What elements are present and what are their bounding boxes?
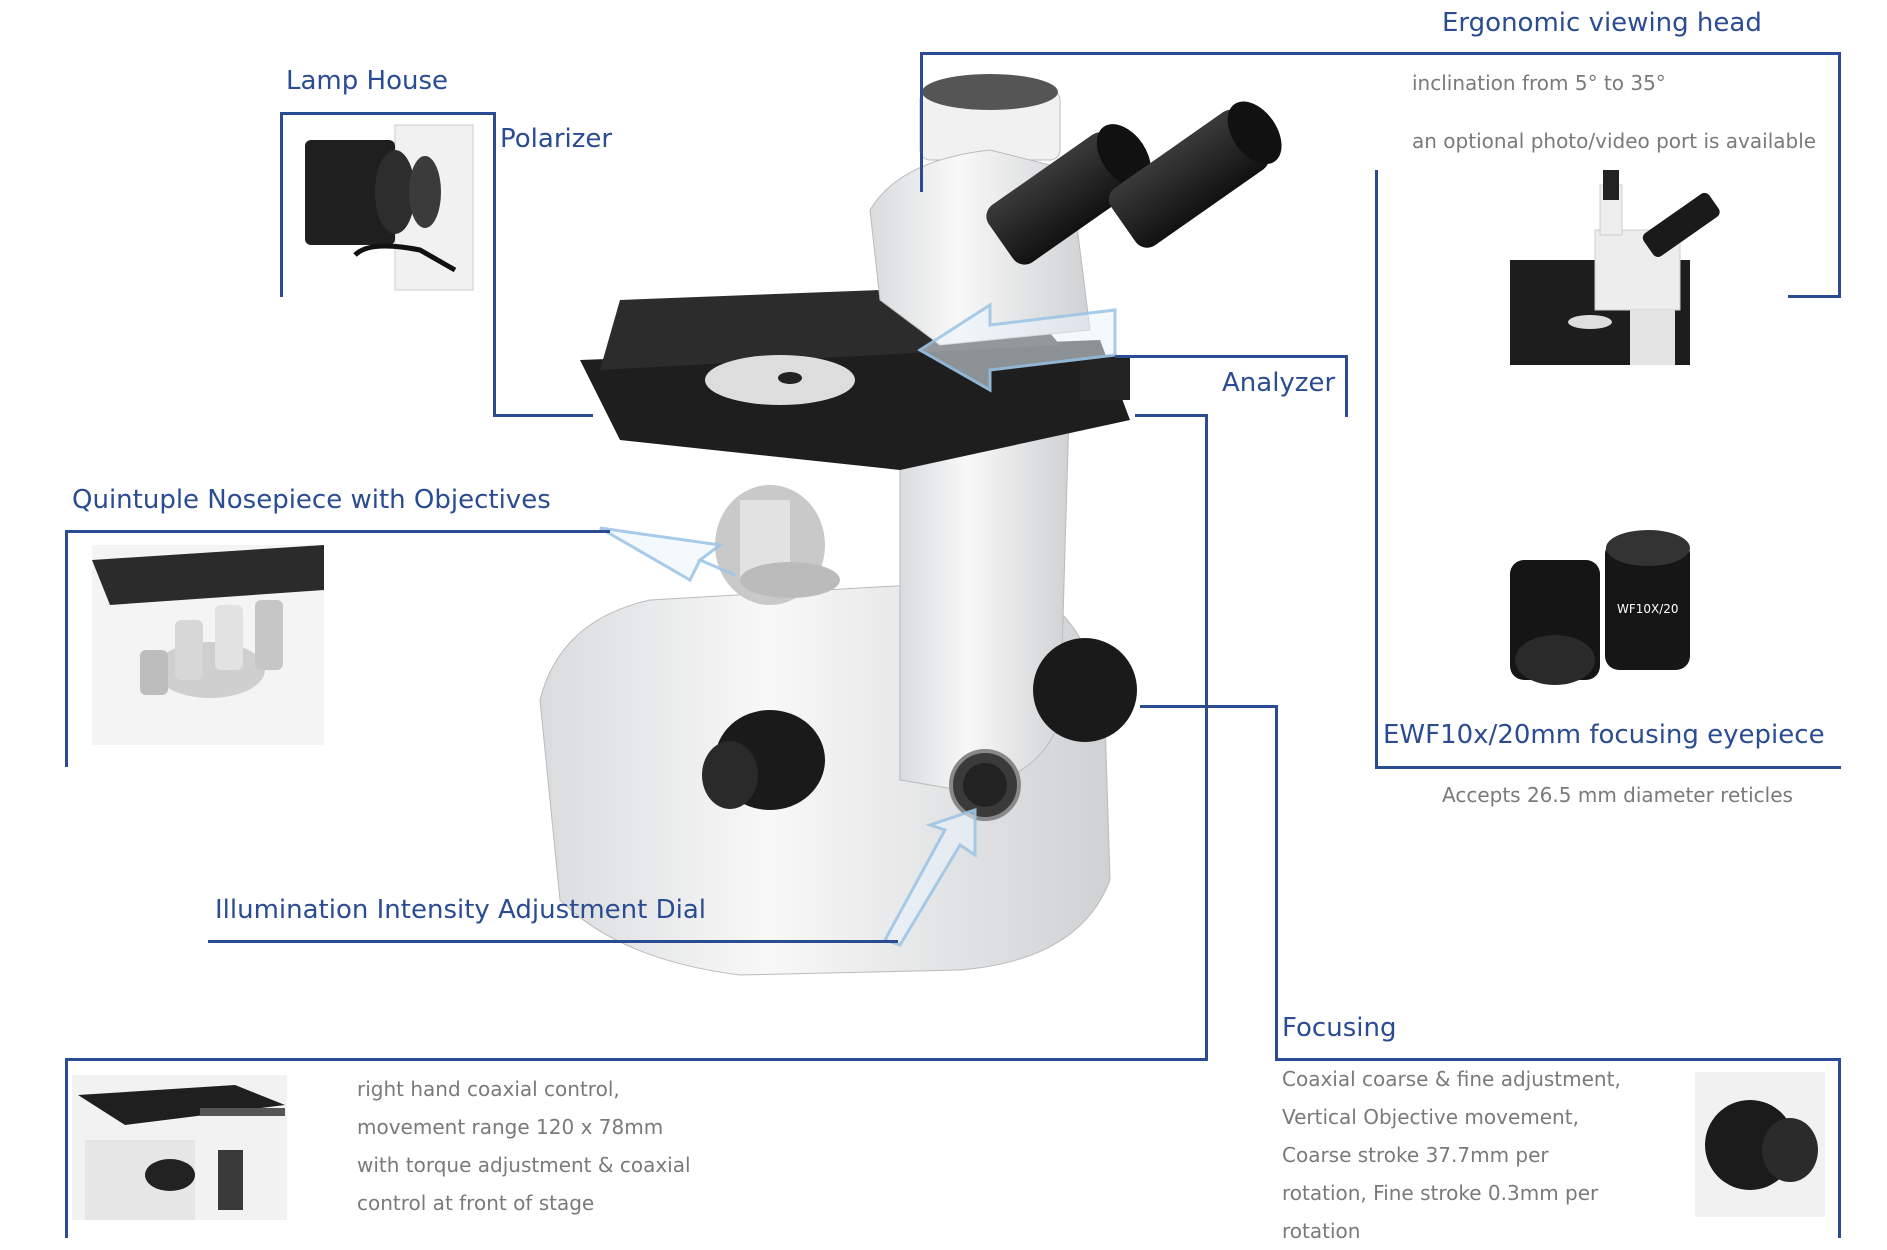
line-head-right-bottom xyxy=(1788,295,1841,298)
nosepiece-photo xyxy=(92,545,324,745)
microscope-main-image xyxy=(539,74,1282,976)
line-lamp-vertical xyxy=(280,112,283,297)
note-eyepiece-reticles: Accepts 26.5 mm diameter reticles xyxy=(1442,783,1793,807)
line-stage-h2 xyxy=(65,1058,1208,1061)
focusing-notes: Coaxial coarse & fine adjustment, Vertic… xyxy=(1282,1060,1621,1250)
line-head-top xyxy=(920,52,1840,55)
stage-note-line: with torque adjustment & coaxial xyxy=(357,1153,691,1177)
line-head-right xyxy=(1838,52,1841,297)
viewing-head-photo xyxy=(1510,170,1720,365)
line-lamp-top xyxy=(280,112,495,115)
label-eyepiece: EWF10x/20mm focusing eyepiece xyxy=(1383,720,1825,750)
focusing-note-line: Vertical Objective movement, xyxy=(1282,1105,1579,1129)
stage-note-line: control at front of stage xyxy=(357,1191,595,1215)
line-focus-h1 xyxy=(1140,705,1277,708)
label-ergonomic-head: Ergonomic viewing head xyxy=(1442,8,1762,38)
line-nosepiece-v xyxy=(65,530,68,767)
focusing-note-line: rotation xyxy=(1282,1219,1361,1243)
label-nosepiece: Quintuple Nosepiece with Objectives xyxy=(72,485,551,515)
focusing-note-line: Coarse stroke 37.7mm per xyxy=(1282,1143,1549,1167)
line-head-left xyxy=(920,52,923,192)
focusing-note-line: rotation, Fine stroke 0.3mm per xyxy=(1282,1181,1599,1205)
focusing-note-line: Coaxial coarse & fine adjustment, xyxy=(1282,1067,1621,1091)
line-analyzer-v xyxy=(1345,355,1348,417)
line-polarizer-vertical xyxy=(493,112,496,417)
line-stage-v xyxy=(1205,414,1208,1060)
line-stage-h1 xyxy=(1135,414,1207,417)
focus-knob-photo xyxy=(1695,1072,1825,1217)
stage-note-line: right hand coaxial control, xyxy=(357,1077,620,1101)
eyepiece-photo: WF10X/20 xyxy=(1510,530,1690,685)
line-polarizer-bottom xyxy=(493,414,593,417)
note-head-port: an optional photo/video port is availabl… xyxy=(1412,129,1817,153)
stage-note-line: movement range 120 x 78mm xyxy=(357,1115,664,1139)
line-stage-left xyxy=(65,1058,68,1238)
pointer-arrows xyxy=(599,302,1117,947)
line-focus-v xyxy=(1275,705,1278,1060)
line-analyzer-h xyxy=(1115,355,1347,358)
line-nosepiece-h xyxy=(65,530,610,533)
label-focusing: Focusing xyxy=(1282,1013,1397,1043)
line-dial-h xyxy=(208,940,898,943)
label-lamp-house: Lamp House xyxy=(286,66,448,96)
line-focus-right xyxy=(1838,1058,1841,1238)
label-illumination-dial: Illumination Intensity Adjustment Dial xyxy=(215,895,706,925)
eyepiece-marking: WF10X/20 xyxy=(1617,602,1679,616)
label-analyzer: Analyzer xyxy=(1222,368,1336,398)
line-eyepiece-v xyxy=(1375,170,1378,768)
line-focus-h2 xyxy=(1275,1058,1841,1061)
stage-photo xyxy=(72,1075,287,1220)
label-polarizer: Polarizer xyxy=(500,124,613,154)
line-eyepiece-h xyxy=(1375,766,1841,769)
note-head-inclination: inclination from 5° to 35° xyxy=(1412,71,1666,95)
lamp-house-photo xyxy=(300,120,475,291)
stage-notes: right hand coaxial control, movement ran… xyxy=(357,1070,691,1222)
